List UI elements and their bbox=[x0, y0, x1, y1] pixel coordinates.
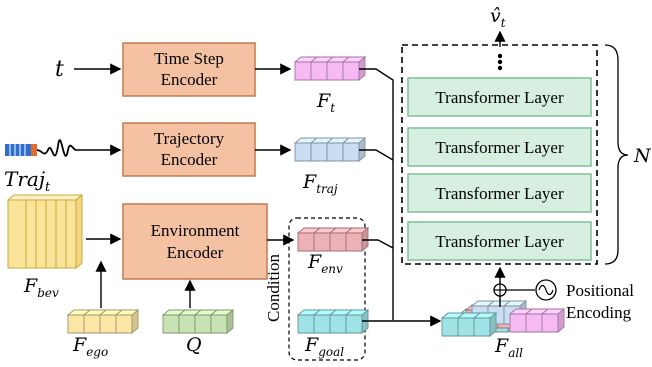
trajectory-input-icon bbox=[5, 139, 77, 157]
ftraj-token-cell bbox=[294, 142, 312, 162]
input-t-label: t bbox=[55, 57, 64, 82]
fall-goal-front-token-cell bbox=[441, 317, 459, 337]
transformer-layer-label: Transformer Layer bbox=[435, 88, 564, 107]
positional-encoding-line1: Positional bbox=[566, 281, 634, 300]
query-token-cell bbox=[162, 314, 180, 334]
ftraj-token-group bbox=[293, 137, 367, 162]
fenv-token-cell bbox=[313, 232, 331, 252]
fall-goal-front-token-cell bbox=[457, 317, 475, 337]
time-step-encoder: Time Step Encoder bbox=[122, 42, 256, 97]
fall-t-token-cell bbox=[509, 313, 527, 333]
transformer-layer-box bbox=[407, 173, 592, 213]
time-step-encoder-line1: Time Step bbox=[154, 49, 224, 68]
fall-label: Fall bbox=[494, 335, 523, 360]
merge-connectors bbox=[359, 68, 442, 327]
ego-token-cell bbox=[99, 314, 117, 334]
ft-token-group bbox=[293, 56, 367, 81]
fall-t-token-cell bbox=[525, 313, 543, 333]
ftraj-token-cell bbox=[310, 142, 328, 162]
ego-token-cell bbox=[67, 314, 85, 334]
ft-label: Ft bbox=[316, 90, 335, 115]
transformer-layer-label: Transformer Layer bbox=[435, 184, 564, 203]
trajectory-encoder: Trajectory Encoder bbox=[122, 122, 256, 177]
fgoal-label: Fgoal bbox=[304, 334, 344, 359]
ft-token-cell bbox=[342, 61, 360, 81]
fall-goal-front-token-cell-side bbox=[489, 312, 497, 337]
ego-token-group bbox=[66, 309, 140, 334]
fgoal-token-group bbox=[296, 309, 370, 334]
condition-box bbox=[288, 217, 366, 361]
query-token-cell bbox=[194, 314, 212, 334]
trajectory-encoder-line1: Trajectory bbox=[154, 129, 225, 148]
output-label: v̂t bbox=[490, 5, 506, 30]
ego-token-cell bbox=[83, 314, 101, 334]
time-step-encoder-line2: Encoder bbox=[161, 70, 218, 89]
fall-t-token-cell bbox=[541, 313, 559, 333]
positional-encoding-line2: Encoding bbox=[566, 303, 632, 322]
ego-token-cell-side bbox=[131, 309, 139, 334]
fenv-token-cell bbox=[345, 232, 363, 252]
query-token-group bbox=[161, 309, 235, 334]
ftraj-label: Ftraj bbox=[302, 171, 338, 196]
ft-token-cell bbox=[294, 61, 312, 81]
transformer-layer-label: Transformer Layer bbox=[435, 138, 564, 157]
transformer-layer-box bbox=[407, 221, 592, 261]
environment-encoder-line1: Environment bbox=[151, 221, 240, 240]
ft-token-cell bbox=[326, 61, 344, 81]
query-label: Q bbox=[186, 334, 202, 356]
bev-feature-maps bbox=[6, 193, 84, 270]
ego-token-cell bbox=[115, 314, 133, 334]
repeat-brace bbox=[604, 44, 629, 265]
transformer-layer-label: Transformer Layer bbox=[435, 232, 564, 251]
fgoal-token-cell bbox=[313, 314, 331, 334]
environment-encoder-line2: Encoder bbox=[167, 243, 224, 262]
fgoal-token-cell bbox=[329, 314, 347, 334]
query-token-cell bbox=[178, 314, 196, 334]
fenv-token-cell bbox=[297, 232, 315, 252]
traj-input-label: Trajt bbox=[4, 167, 51, 195]
ftraj-token-cell bbox=[326, 142, 344, 162]
fenv-token-group bbox=[296, 227, 370, 252]
ft-token-cell bbox=[310, 61, 328, 81]
condition-label: Condition bbox=[264, 253, 283, 322]
output-dots bbox=[497, 53, 503, 71]
query-token-cell bbox=[210, 314, 228, 334]
fgoal-token-cell bbox=[297, 314, 315, 334]
fall-goal-front-token-cell bbox=[473, 317, 491, 337]
fgoal-token-cell bbox=[345, 314, 363, 334]
fall-t-token-cell-side bbox=[557, 308, 565, 333]
transformer-stack-box bbox=[401, 44, 598, 265]
transformer-layer-box bbox=[407, 77, 592, 117]
repeat-n-label: N bbox=[633, 145, 652, 167]
bev-label: Fbev bbox=[23, 275, 59, 300]
fall-token-group bbox=[440, 300, 566, 337]
transformer-layer-box bbox=[407, 127, 592, 167]
ftraj-token-cell bbox=[342, 142, 360, 162]
fenv-token-cell bbox=[329, 232, 347, 252]
ego-label: Fego bbox=[72, 334, 108, 359]
environment-encoder: Environment Encoder bbox=[122, 203, 268, 280]
fenv-label: Fenv bbox=[307, 251, 343, 276]
query-token-cell-side bbox=[226, 309, 234, 334]
trajectory-encoder-line2: Encoder bbox=[161, 150, 218, 169]
